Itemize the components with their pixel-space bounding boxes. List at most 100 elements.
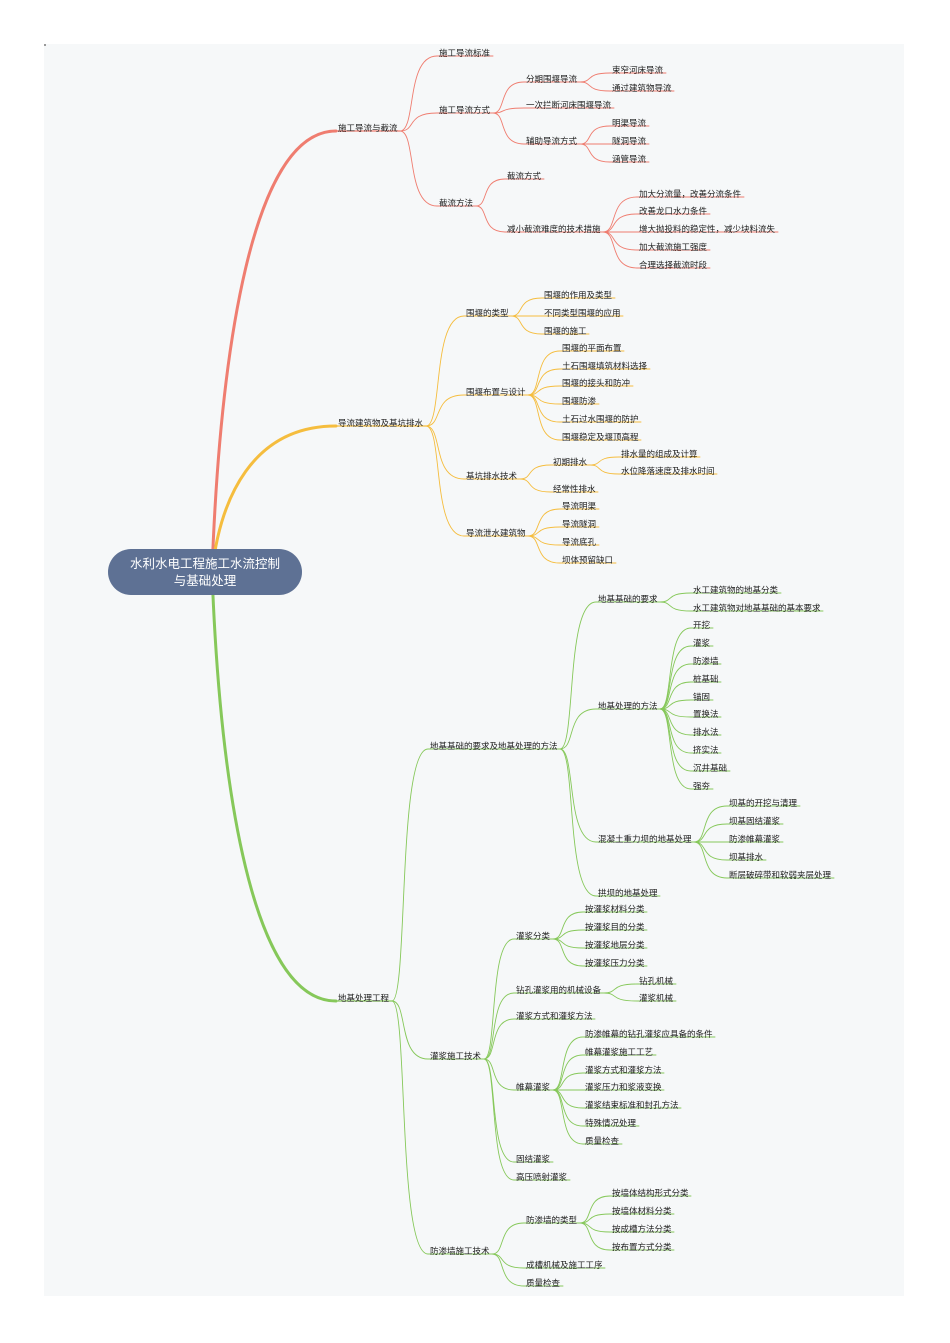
topic-node[interactable]: 按成槽方法分类 [612, 1225, 672, 1235]
topic-node[interactable]: 高压喷射灌浆 [516, 1173, 568, 1183]
topic-node[interactable]: 沉井基础 [693, 764, 728, 774]
topic-node[interactable]: 隧洞导流 [612, 137, 647, 147]
topic-node[interactable]: 围堰的平面布置 [562, 344, 622, 354]
topic-node[interactable]: 防渗墙的类型 [526, 1216, 578, 1226]
topic-node[interactable]: 按墙体材料分类 [612, 1207, 672, 1217]
topic-node[interactable]: 帷幕灌浆 [516, 1083, 551, 1093]
topic-node[interactable]: 施工导流标准 [439, 49, 491, 59]
topic-node[interactable]: 挤实法 [693, 746, 719, 756]
topic-node[interactable]: 围堰的作用及类型 [544, 291, 613, 301]
topic-node[interactable]: 加大截流施工强度 [639, 243, 708, 253]
topic-node[interactable]: 导流底孔 [562, 538, 597, 548]
topic-node[interactable]: 经常性排水 [553, 485, 596, 495]
topic-node[interactable]: 固结灌浆 [516, 1155, 551, 1165]
root-node[interactable]: 水利水电工程施工水流控制 与基础处理 [108, 549, 302, 595]
topic-node[interactable]: 加大分流量，改善分流条件 [639, 190, 742, 200]
topic-node[interactable]: 水工建筑物的地基分类 [693, 586, 779, 596]
topic-node[interactable]: 灌浆压力和浆液变换 [585, 1083, 662, 1093]
topic-node[interactable]: 防渗帷幕的钻孔灌浆应具备的条件 [585, 1030, 713, 1040]
topic-node[interactable]: 土石过水围堰的防护 [562, 415, 639, 425]
topic-node[interactable]: 围堰的施工 [544, 327, 587, 337]
topic-node[interactable]: 分期围堰导流 [526, 75, 578, 85]
topic-node[interactable]: 围堰的类型 [466, 309, 509, 319]
topic-node[interactable]: 按墙体结构形式分类 [612, 1189, 689, 1199]
topic-node[interactable]: 水工建筑物对地基基础的基本要求 [693, 604, 821, 614]
topic-node[interactable]: 灌浆方式和灌浆方法 [585, 1066, 662, 1076]
topic-node[interactable]: 帷幕灌浆施工工艺 [585, 1048, 654, 1058]
topic-node[interactable]: 混凝土重力坝的地基处理 [598, 835, 692, 845]
connector [527, 535, 561, 564]
topic-node[interactable]: 束窄河床导流 [612, 66, 664, 76]
topic-node[interactable]: 桩基础 [693, 675, 719, 685]
topic-node[interactable]: 排水法 [693, 728, 719, 738]
topic-node[interactable]: 灌浆机械 [639, 994, 674, 1004]
topic-node[interactable]: 通过建筑物导流 [612, 84, 672, 94]
topic-node[interactable]: 不同类型围堰的应用 [544, 309, 621, 319]
topic-node[interactable]: 钻孔灌浆用的机械设备 [516, 986, 602, 996]
topic-node[interactable]: 灌浆分类 [516, 932, 551, 942]
topic-node[interactable]: 一次拦断河床围堰导流 [526, 101, 612, 111]
topic-node[interactable]: 涵管导流 [612, 155, 647, 165]
topic-node[interactable]: 增大抛投料的稳定性，减少块料流失 [639, 225, 776, 235]
topic-node[interactable]: 断层破碎带和软弱夹层处理 [729, 871, 832, 881]
topic-node[interactable]: 开挖 [693, 621, 711, 631]
topic-node[interactable]: 按灌浆地层分类 [585, 941, 645, 951]
topic-node[interactable]: 质量检查 [526, 1279, 561, 1289]
topic-node[interactable]: 合理选择截流时段 [639, 261, 708, 271]
topic-node[interactable]: 施工导流方式 [439, 106, 491, 116]
topic-node[interactable]: 基坑排水技术 [466, 472, 518, 482]
topic-node[interactable]: 防渗墙施工技术 [430, 1247, 490, 1257]
topic-node[interactable]: 灌浆 [693, 639, 711, 649]
root-label: 水利水电工程施工水流控制 与基础处理 [129, 556, 280, 588]
topic-node[interactable]: 截流方法 [439, 199, 474, 209]
topic-node[interactable]: 排水量的组成及计算 [621, 450, 698, 460]
topic-node[interactable]: 按灌浆压力分类 [585, 959, 645, 969]
topic-node[interactable]: 坝基固结灌浆 [729, 817, 781, 827]
topic-node[interactable]: 地基基础的要求及地基处理的方法 [430, 742, 558, 752]
topic-node[interactable]: 地基基础的要求 [598, 595, 658, 605]
topic-node[interactable]: 导流隧洞 [562, 520, 597, 530]
topic-node[interactable]: 灌浆结束标准和封孔方法 [585, 1101, 679, 1111]
topic-node[interactable]: 坝基的开挖与清理 [729, 799, 798, 809]
topic-node[interactable]: 围堰布置与设计 [466, 388, 526, 398]
topic-node[interactable]: 拱坝的地基处理 [598, 889, 658, 899]
connector [552, 911, 584, 940]
topic-node[interactable]: 改善龙口水力条件 [639, 207, 708, 217]
topic-node[interactable]: 土石围堰填筑材料选择 [562, 362, 648, 372]
topic-node[interactable]: 围堰的接头和防冲 [562, 379, 631, 389]
topic-node[interactable]: 围堰稳定及堰顶高程 [562, 433, 639, 443]
connector [492, 107, 525, 114]
topic-node[interactable]: 防渗墙 [693, 657, 719, 667]
topic-node[interactable]: 按布置方式分类 [612, 1243, 672, 1253]
connector [475, 178, 506, 207]
topic-node[interactable]: 强夯 [693, 782, 711, 792]
branch-topic[interactable]: 地基处理工程 [338, 994, 390, 1004]
topic-node[interactable]: 灌浆方式和灌浆方法 [516, 1012, 593, 1022]
topic-node[interactable]: 初期排水 [553, 458, 588, 468]
topic-node[interactable]: 明渠导流 [612, 119, 647, 129]
topic-node[interactable]: 质量检查 [585, 1137, 620, 1147]
topic-node[interactable]: 防渗帷幕灌浆 [729, 835, 781, 845]
branch-topic[interactable]: 施工导流与截流 [338, 124, 398, 134]
topic-node[interactable]: 按灌浆目的分类 [585, 923, 645, 933]
topic-node[interactable]: 减小截流难度的技术措施 [507, 225, 601, 235]
topic-node[interactable]: 导流明渠 [562, 502, 597, 512]
branch-topic[interactable]: 导流建筑物及基坑排水 [338, 419, 424, 429]
topic-node[interactable]: 置换法 [693, 710, 719, 720]
connector [602, 196, 638, 233]
topic-node[interactable]: 钻孔机械 [639, 977, 674, 987]
topic-node[interactable]: 坝体预留缺口 [562, 556, 614, 566]
topic-node[interactable]: 成槽机械及施工工序 [526, 1261, 603, 1271]
topic-node[interactable]: 坝基排水 [729, 853, 764, 863]
topic-node[interactable]: 地基处理的方法 [598, 702, 658, 712]
topic-node[interactable]: 水位降落速度及排水时间 [621, 467, 715, 477]
topic-node[interactable]: 灌浆施工技术 [430, 1052, 482, 1062]
topic-node[interactable]: 导流泄水建筑物 [466, 529, 526, 539]
connector [559, 601, 597, 750]
topic-node[interactable]: 按灌浆材料分类 [585, 905, 645, 915]
topic-node[interactable]: 截流方式 [507, 172, 542, 182]
topic-node[interactable]: 特殊情况处理 [585, 1119, 637, 1129]
topic-node[interactable]: 围堰防渗 [562, 397, 597, 407]
topic-node[interactable]: 锚固 [693, 693, 711, 703]
topic-node[interactable]: 辅助导流方式 [526, 137, 578, 147]
